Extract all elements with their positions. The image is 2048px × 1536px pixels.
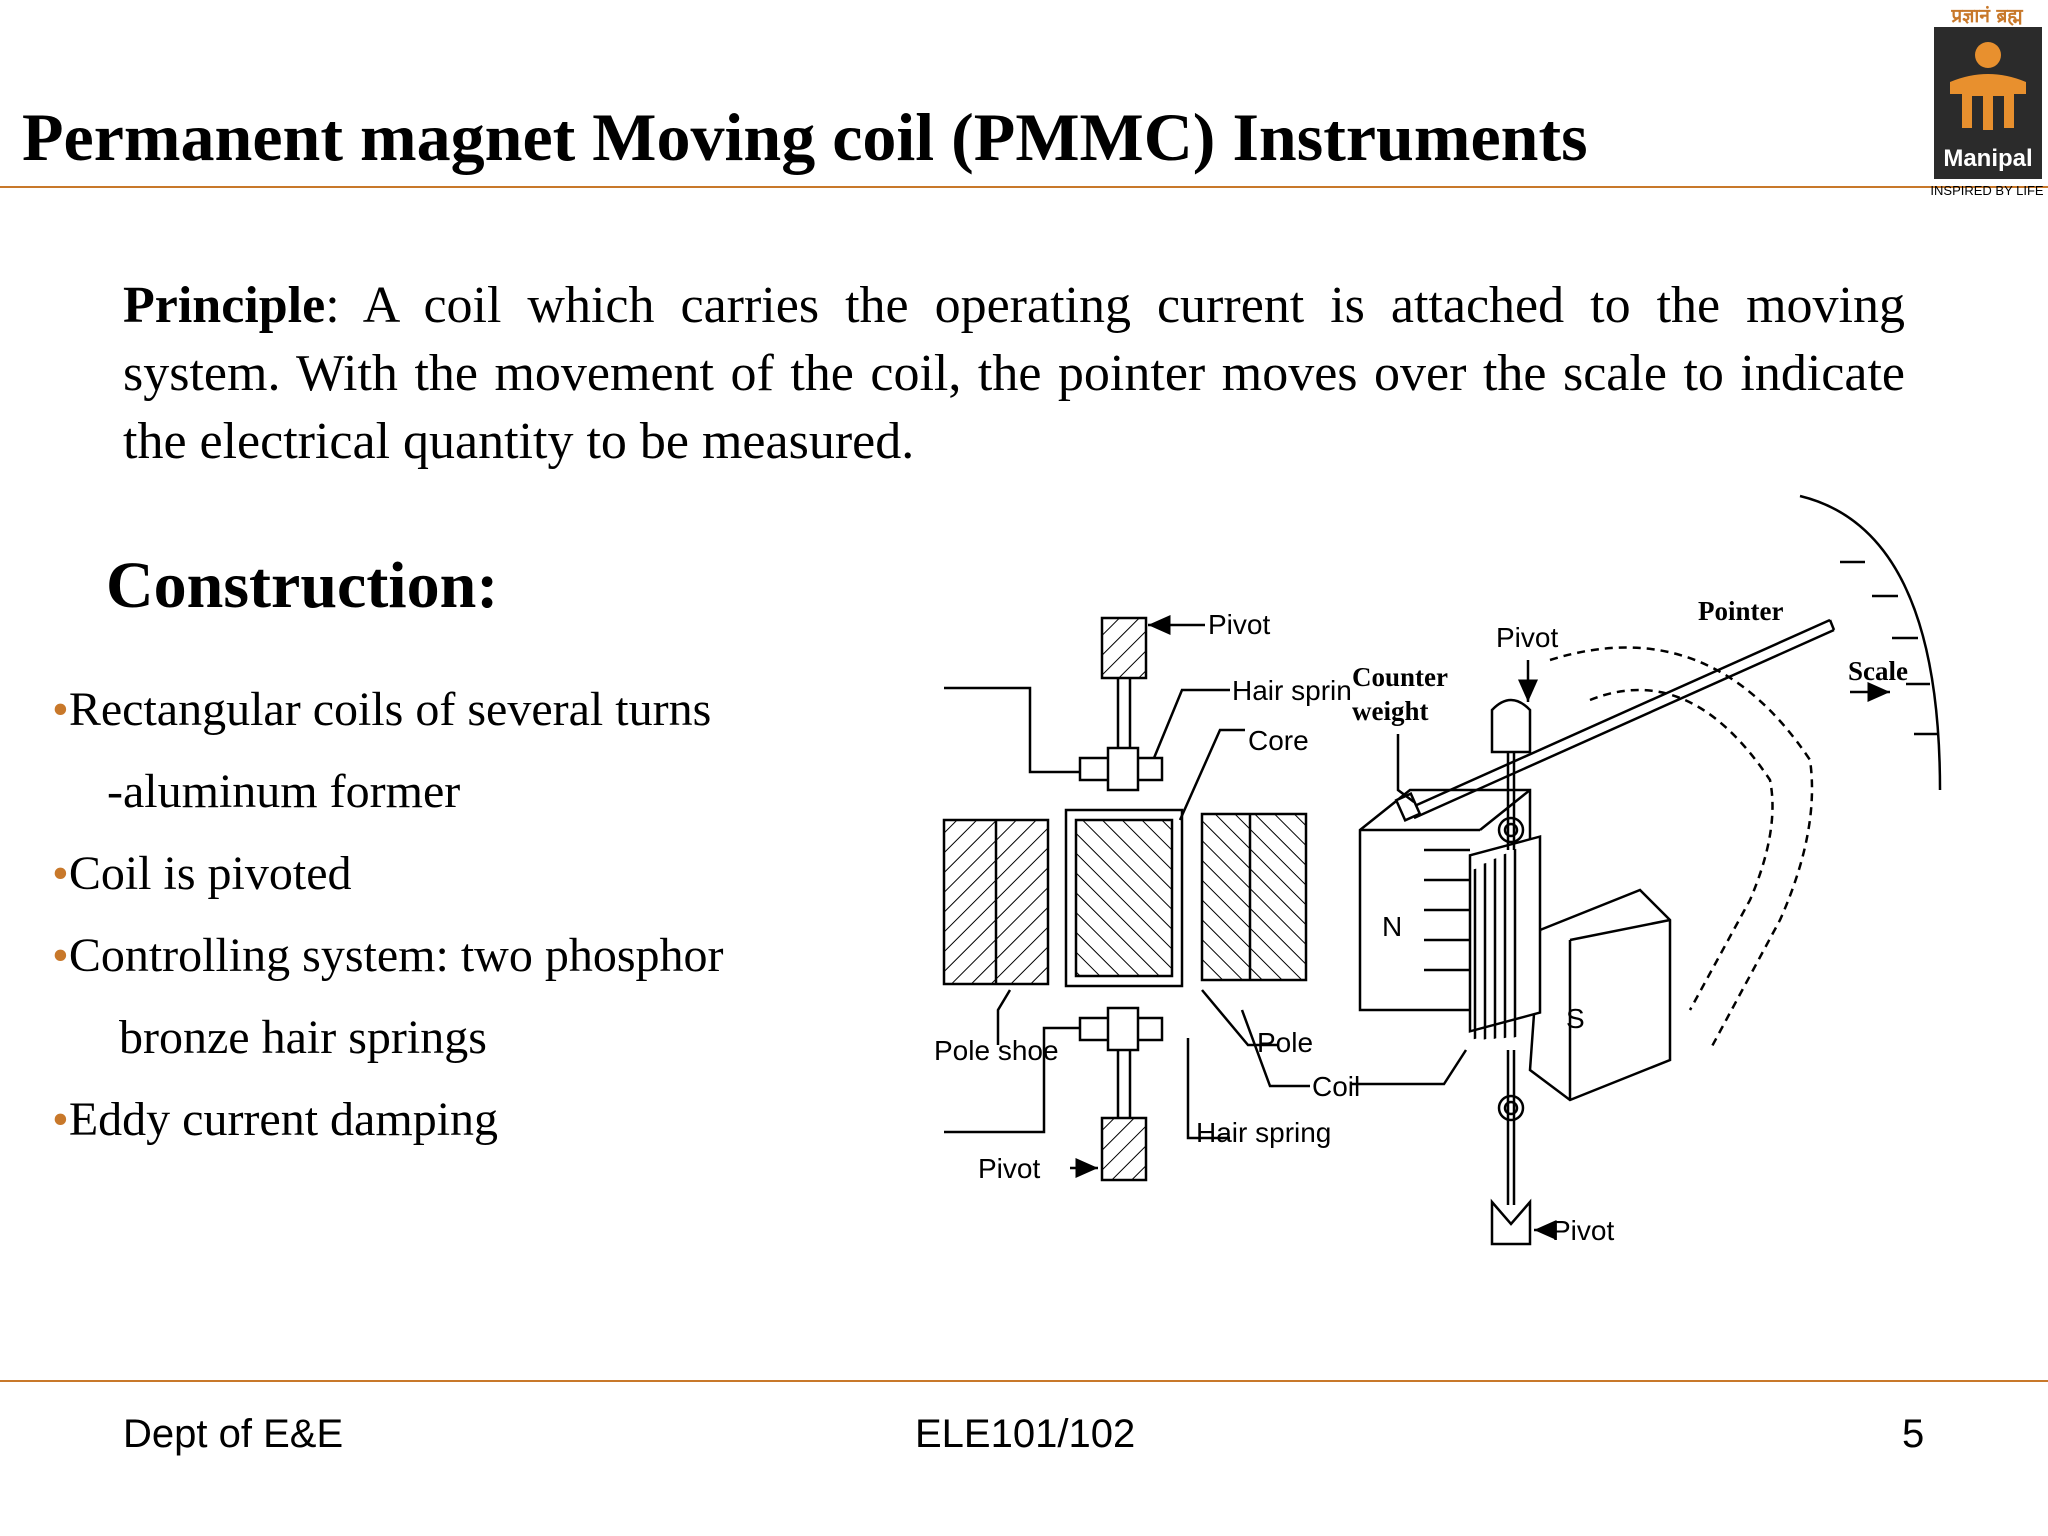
bottom-pivot-shape <box>1100 1116 1148 1182</box>
label-hair-spring-top: Hair sprin <box>1232 675 1352 706</box>
footer-divider <box>0 1380 2048 1382</box>
label-pivot-bottom: Pivot <box>978 1153 1040 1184</box>
label-south: S <box>1566 1003 1585 1034</box>
scale-arc <box>1799 494 1942 791</box>
bullet-text: •Eddy current damping <box>52 1093 499 1146</box>
logo-tagline: INSPIRED BY LIFE <box>1930 183 2044 198</box>
list-item: bronze hair springs <box>119 1010 487 1065</box>
logo-head-icon <box>1975 42 2001 68</box>
principle-label: Principle <box>123 277 326 334</box>
pmmc-diagram: Pivot Hair sprin Core Pole shoe Pole Coi… <box>934 494 1942 1246</box>
footer-dept: Dept of E&E <box>123 1412 344 1456</box>
label-scale: Scale <box>1848 656 1908 686</box>
south-pole-block <box>1528 888 1672 1102</box>
bottom-jewel <box>1490 1198 1532 1246</box>
label-hair-spring-bottom: Hair spring <box>1196 1117 1331 1148</box>
label-pivot-right-top: Pivot <box>1496 622 1558 653</box>
list-item: -aluminum former <box>107 764 460 819</box>
principle-paragraph: Principle: A coil which carries the oper… <box>123 272 1905 476</box>
counter-weight <box>1394 792 1422 822</box>
pointer-shaft <box>1409 618 1831 810</box>
bullet-dot: • <box>52 929 69 982</box>
bullet-text: •Rectangular coils of several turns <box>52 683 712 736</box>
list-item: •Coil is pivoted <box>52 846 352 901</box>
title-divider <box>0 186 2048 188</box>
bullet-text: bronze hair springs <box>119 1011 487 1064</box>
top-pivot-shape <box>1100 616 1148 680</box>
bullet-dot: • <box>52 847 69 900</box>
top-hair-spring <box>1497 816 1525 844</box>
pole-right <box>1200 812 1308 982</box>
label-pivot-top: Pivot <box>1208 609 1270 640</box>
cross-section-labels: Pivot Hair sprin Core Pole shoe Pole Coi… <box>934 609 1360 1184</box>
logo-name: Manipal <box>1943 145 2032 172</box>
label-pointer: Pointer <box>1698 596 1783 626</box>
bullet-text: •Coil is pivoted <box>52 847 352 900</box>
bullet-dot: • <box>52 683 69 736</box>
manipal-logo: प्रज्ञानं ब्रह्म Manipal INSPIRED BY LIF… <box>1930 5 2044 198</box>
perspective-labels: Pivot Pivot Counter weight Pointer Scale… <box>1352 596 1908 1246</box>
core <box>1074 818 1174 978</box>
logo-sanskrit-text: प्रज्ञानं ब्रह्म <box>1950 5 2023 27</box>
label-coil: Coil <box>1312 1071 1360 1102</box>
label-counter-weight-2: weight <box>1352 696 1429 726</box>
label-core: Core <box>1248 725 1309 756</box>
label-north: N <box>1382 911 1402 942</box>
logo-figure-icon <box>1950 74 2026 130</box>
top-jewel <box>1490 698 1532 754</box>
construction-heading: Construction: <box>106 549 499 622</box>
footer-page-number: 5 <box>1902 1412 1925 1456</box>
list-item: •Eddy current damping <box>52 1092 498 1147</box>
bullet-text: -aluminum former <box>107 765 461 818</box>
principle-text: : A coil which carries the operating cur… <box>123 277 1905 470</box>
list-item: •Controlling system: two phosphor <box>52 928 724 983</box>
cross-section-view <box>942 615 1310 1182</box>
bullet-text: •Controlling system: two phosphor <box>52 929 724 982</box>
footer-course: ELE101/102 <box>915 1412 1136 1456</box>
label-pivot-right-bottom: Pivot <box>1552 1215 1614 1246</box>
permanent-magnet-outline <box>1549 646 1814 1051</box>
label-pole: Pole <box>1257 1027 1313 1058</box>
slide-title: Permanent magnet Moving coil (PMMC) Inst… <box>22 99 1588 175</box>
list-item: •Rectangular coils of several turns <box>52 682 711 737</box>
bottom-hair-spring <box>1497 1094 1525 1122</box>
perspective-view <box>1350 494 1942 1246</box>
label-counter-weight-1: Counter <box>1352 662 1448 692</box>
bullet-dot: • <box>52 1093 69 1146</box>
label-pole-shoe: Pole shoe <box>934 1035 1059 1066</box>
